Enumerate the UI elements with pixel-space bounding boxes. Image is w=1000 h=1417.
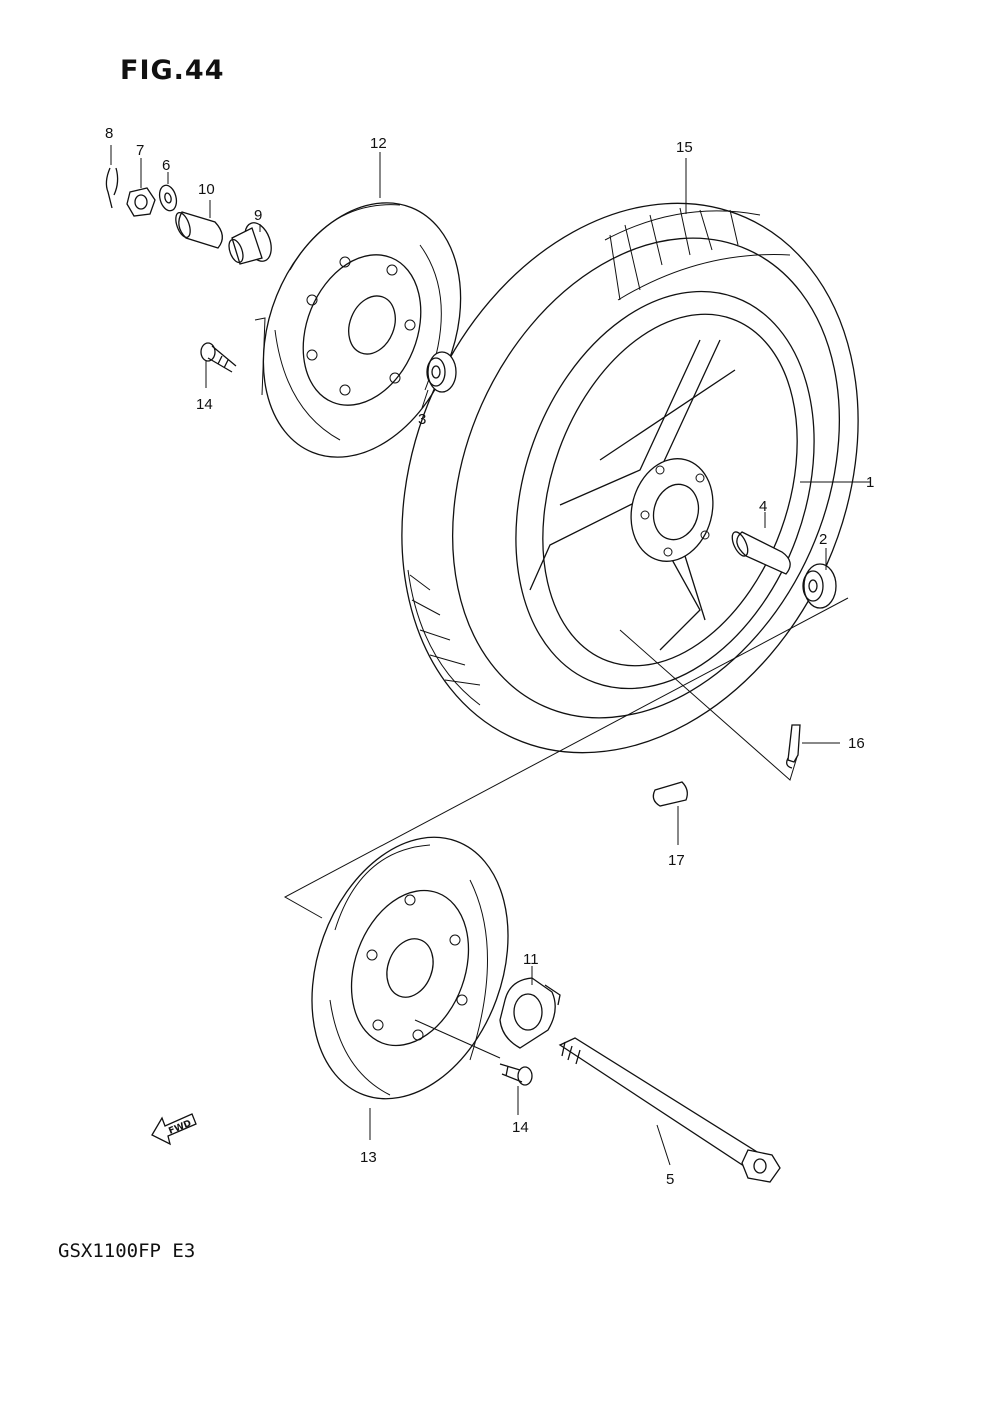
front-tire xyxy=(401,202,859,754)
callout-5: 5 xyxy=(666,1171,674,1188)
callout-4: 4 xyxy=(759,498,767,515)
callout-11: 11 xyxy=(523,951,539,968)
collar xyxy=(228,222,272,265)
callout-3: 3 xyxy=(418,411,426,428)
callout-7: 7 xyxy=(136,142,144,159)
callout-10: 10 xyxy=(198,181,215,198)
spacer xyxy=(175,211,223,249)
callout-16: 16 xyxy=(848,735,865,752)
callout-1: 1 xyxy=(866,474,874,491)
front-axle xyxy=(558,1037,781,1183)
callout-8: 8 xyxy=(105,125,113,142)
brake-disc-upper xyxy=(262,202,462,458)
bearing-spacer xyxy=(731,531,791,575)
callout-2: 2 xyxy=(819,531,827,548)
callout-6: 6 xyxy=(162,157,170,174)
axle-nut xyxy=(126,187,156,217)
bearing-right xyxy=(802,563,837,609)
valve-cap xyxy=(652,781,688,807)
disc-bolt-lower xyxy=(499,1063,533,1086)
bearing-left xyxy=(426,351,457,393)
brake-disc-lower xyxy=(311,836,509,1100)
callout-14-upper: 14 xyxy=(196,396,213,413)
guide-lines xyxy=(110,145,870,1166)
fwd-arrow-icon xyxy=(151,1113,197,1146)
speedometer-gearbox xyxy=(499,977,561,1049)
figure-title: FIG.44 xyxy=(120,55,225,86)
callout-14-lower: 14 xyxy=(512,1119,529,1136)
cotter-pin xyxy=(105,167,119,209)
disc-bolt-upper xyxy=(200,342,237,373)
callout-9: 9 xyxy=(254,207,262,224)
callout-12: 12 xyxy=(370,135,387,152)
callout-labels: 8 7 6 10 9 12 15 14 3 1 4 2 16 17 11 14 … xyxy=(105,125,874,1188)
callout-13: 13 xyxy=(360,1149,377,1166)
callout-15: 15 xyxy=(676,139,693,156)
callout-17: 17 xyxy=(668,852,685,869)
tire-valve xyxy=(786,724,801,769)
fwd-label: FWD xyxy=(167,1119,193,1137)
front-wheel-rim xyxy=(515,290,815,690)
model-code: GSX1100FP E3 xyxy=(58,1240,196,1262)
washer xyxy=(158,184,178,212)
